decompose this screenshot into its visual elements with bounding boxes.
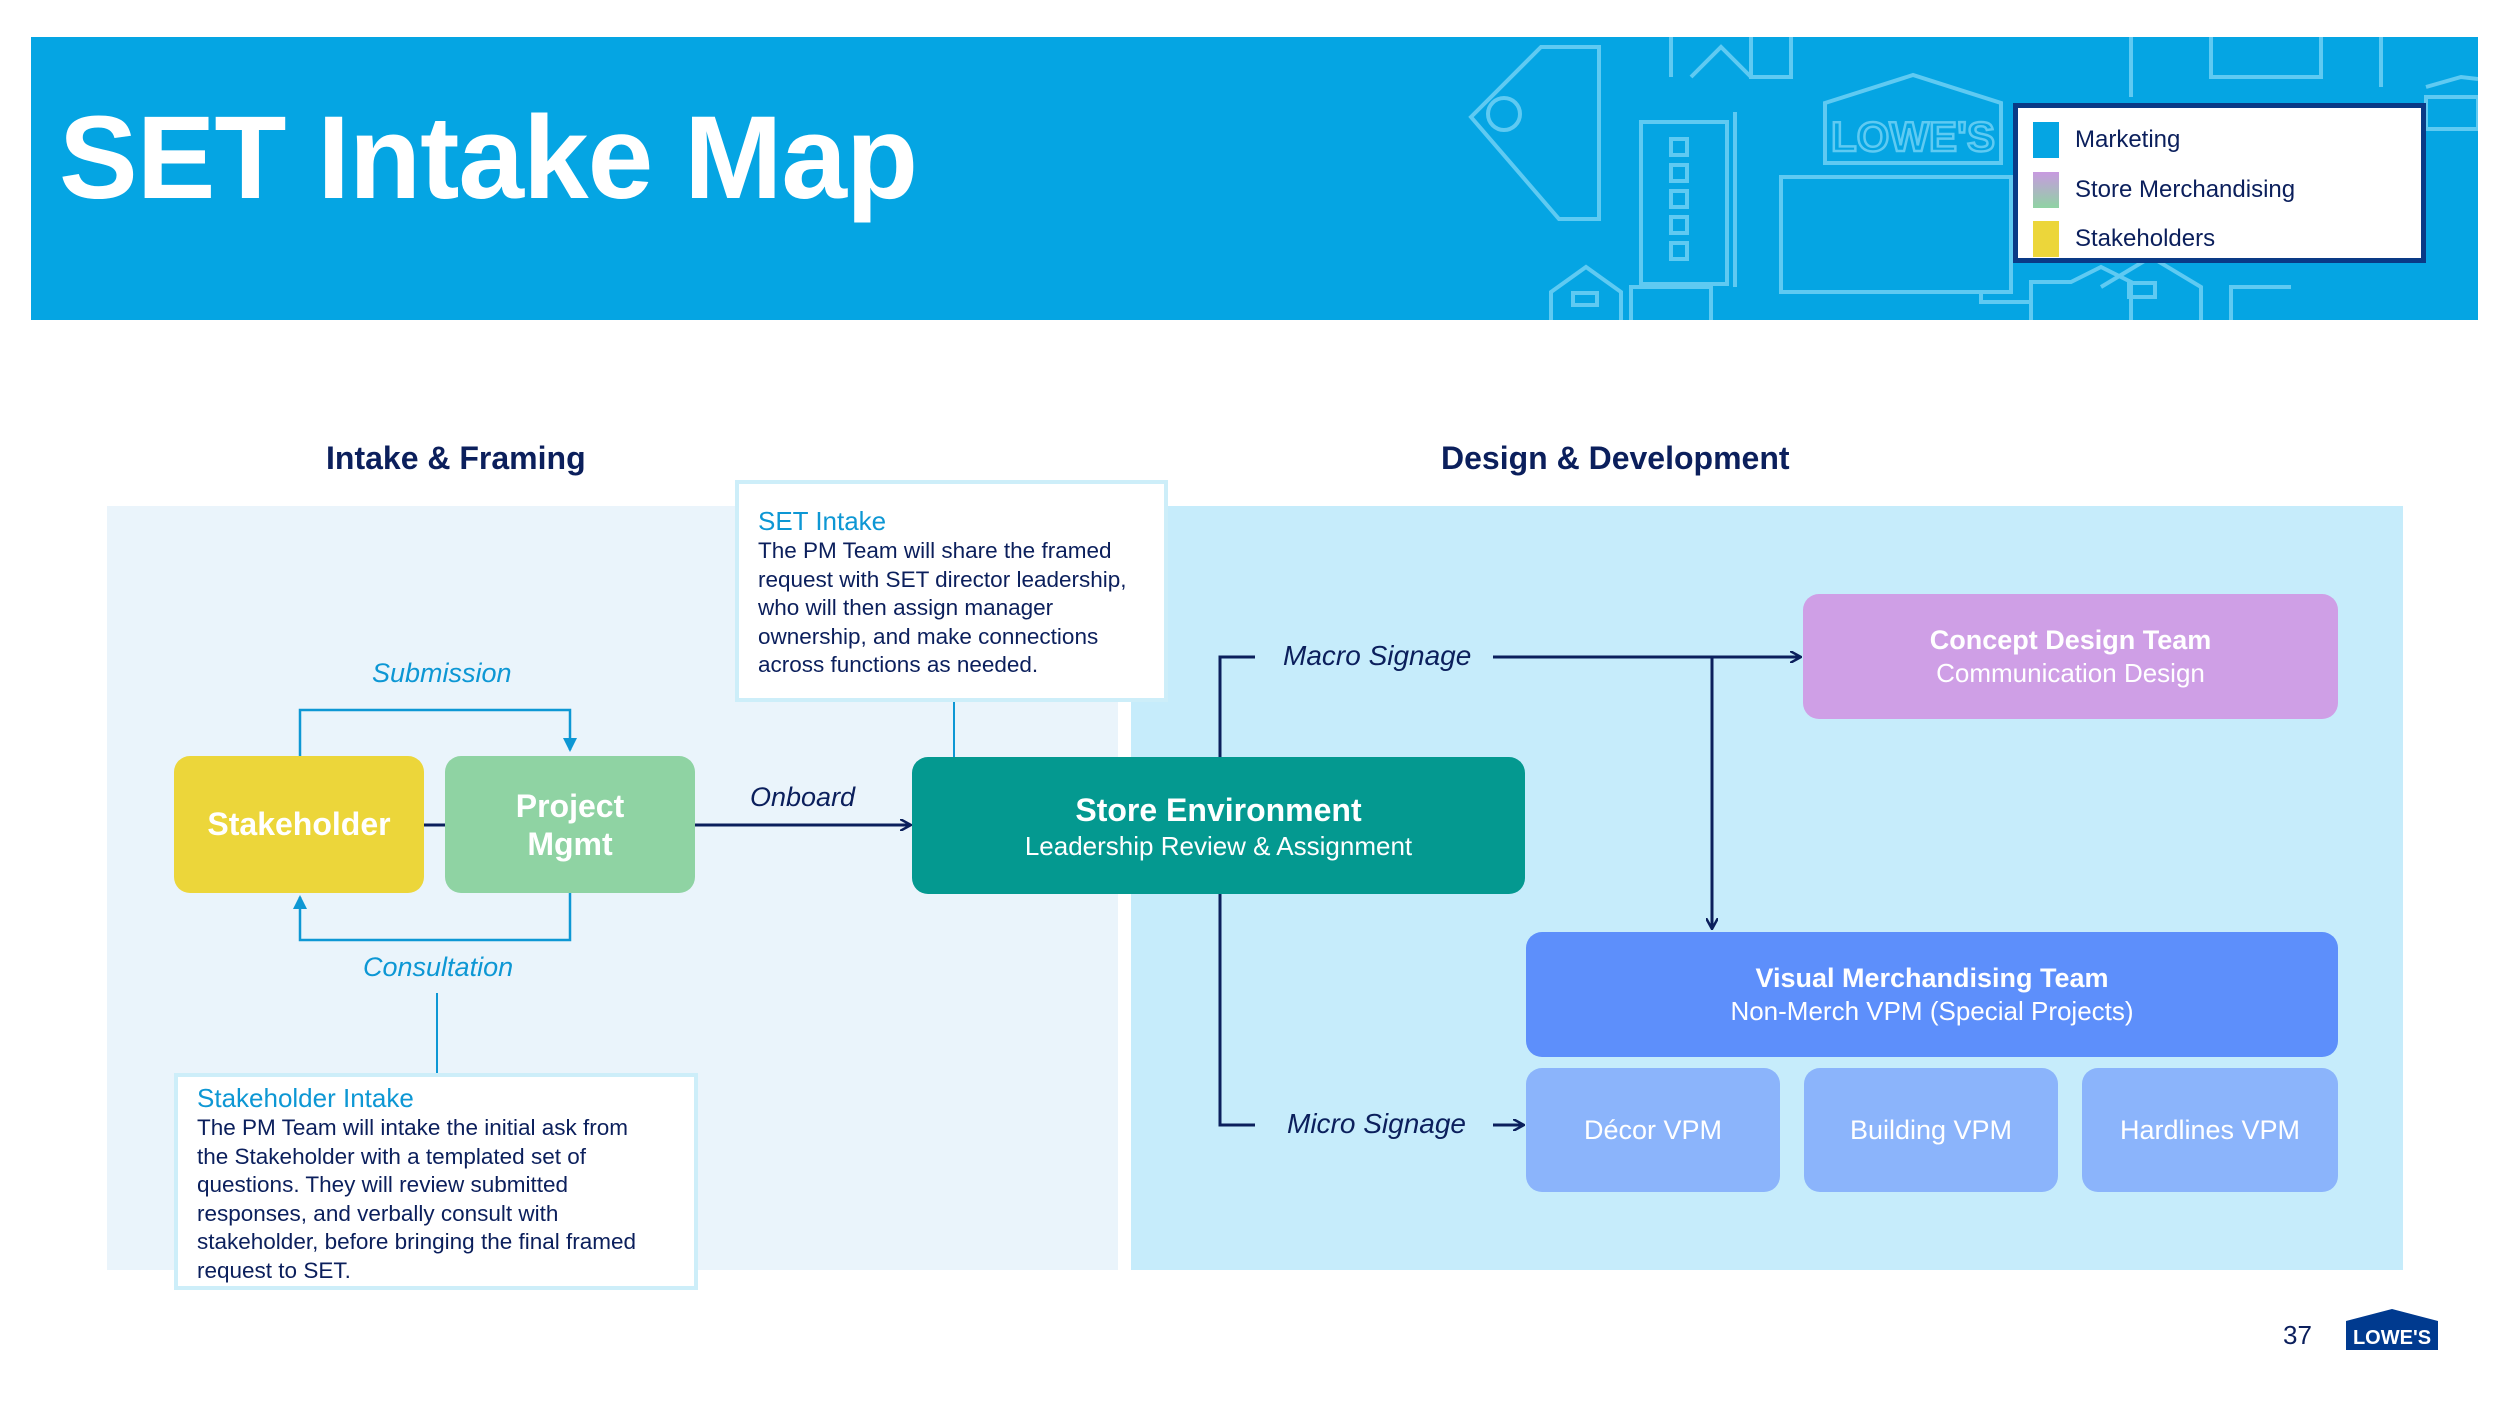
concept-design-subtitle: Communication Design	[1936, 658, 2205, 688]
consultation-connector	[293, 892, 572, 942]
project-mgmt-line2: Mgmt	[527, 825, 613, 862]
legend: Marketing Store Merchandising Stakeholde…	[2013, 103, 2426, 263]
concept-design-title: Concept Design Team	[1929, 625, 2212, 655]
header-illustration	[1468, 37, 2478, 320]
set-intake-heading: SET Intake	[758, 506, 887, 536]
stakeholder-intake-line: request to SET.	[197, 1257, 351, 1283]
page-title: SET Intake Map	[59, 92, 918, 224]
header-logo-text: LOWE'S	[1831, 113, 1995, 160]
onboard-label: Onboard	[750, 782, 856, 812]
footer-logo-text: LOWE'S	[2353, 1327, 2431, 1349]
hardlines-vpm-label: Hardlines VPM	[2119, 1114, 2301, 1145]
stakeholder-node-label: Stakeholder	[207, 806, 391, 842]
macro-signage-label: Macro Signage	[1283, 640, 1472, 671]
page-number: 37	[2283, 1320, 2312, 1350]
project-mgmt-line1: Project	[515, 787, 625, 824]
concept-design-node: Concept Design Team Communication Design	[1803, 594, 2338, 719]
legend-label: Store Merchandising	[2075, 176, 2296, 203]
micro-signage-label: Micro Signage	[1287, 1108, 1466, 1139]
stakeholder-intake-line: the Stakeholder with a templated set of	[197, 1143, 586, 1169]
legend-item-marketing: Marketing	[2033, 120, 2180, 160]
set-intake-line: ownership, and make connections	[758, 623, 1099, 649]
store-environment-node: Store Environment Leadership Review & As…	[912, 757, 1525, 894]
set-intake-callout: SET Intake The PM Team will share the fr…	[735, 480, 1168, 702]
set-intake-line: request with SET director leadership,	[758, 566, 1127, 592]
visual-merchandising-title: Visual Merchandising Team	[1755, 963, 2109, 993]
hardlines-vpm-node: Hardlines VPM	[2082, 1068, 2338, 1192]
submission-label: Submission	[372, 658, 512, 688]
section-title-intake-framing: Intake & Framing	[326, 440, 586, 476]
building-vpm-node: Building VPM	[1804, 1068, 2058, 1192]
visual-merchandising-node: Visual Merchandising Team Non-Merch VPM …	[1526, 932, 2338, 1057]
stakeholder-intake-callout: Stakeholder Intake The PM Team will inta…	[174, 1073, 698, 1290]
set-intake-line: The PM Team will share the framed	[758, 538, 1112, 563]
stakeholder-intake-heading: Stakeholder Intake	[197, 1083, 414, 1113]
submission-connector	[298, 708, 577, 756]
legend-item-stakeholders: Stakeholders	[2033, 219, 2215, 259]
stakeholder-intake-line: The PM Team will intake the initial ask …	[197, 1115, 628, 1140]
project-mgmt-node: Project Mgmt	[445, 756, 695, 893]
legend-item-store-merchandising: Store Merchandising	[2033, 170, 2295, 210]
building-vpm-label: Building VPM	[1849, 1114, 2013, 1145]
store-environment-subtitle: Leadership Review & Assignment	[1024, 830, 1413, 861]
legend-swatch-stakeholders	[2033, 221, 2059, 257]
decor-vpm-node: Décor VPM	[1526, 1068, 1780, 1192]
lowes-logo-outline: LOWE'S	[1823, 72, 2003, 165]
legend-swatch-store-merchandising	[2033, 172, 2059, 208]
store-environment-title: Store Environment	[1075, 791, 1362, 828]
decor-vpm-label: Décor VPM	[1583, 1114, 1723, 1145]
legend-label: Stakeholders	[2075, 225, 2216, 252]
stakeholder-node: Stakeholder	[174, 756, 424, 893]
set-intake-line: across functions as needed.	[758, 652, 1039, 677]
section-title-design-development: Design & Development	[1441, 440, 1790, 476]
stakeholder-intake-line: stakeholder, before bringing the final f…	[197, 1229, 637, 1254]
set-intake-line: who will then assign manager	[758, 595, 1054, 620]
consultation-label: Consultation	[363, 952, 514, 982]
legend-label: Marketing	[2075, 126, 2181, 153]
stakeholder-intake-line: responses, and verbally consult with	[197, 1200, 559, 1226]
legend-swatch-marketing	[2033, 122, 2059, 158]
lowes-logo: LOWE'S	[2346, 1309, 2438, 1350]
visual-merchandising-subtitle: Non-Merch VPM (Special Projects)	[1730, 996, 2134, 1026]
stakeholder-intake-line: questions. They will review submitted	[197, 1172, 568, 1197]
